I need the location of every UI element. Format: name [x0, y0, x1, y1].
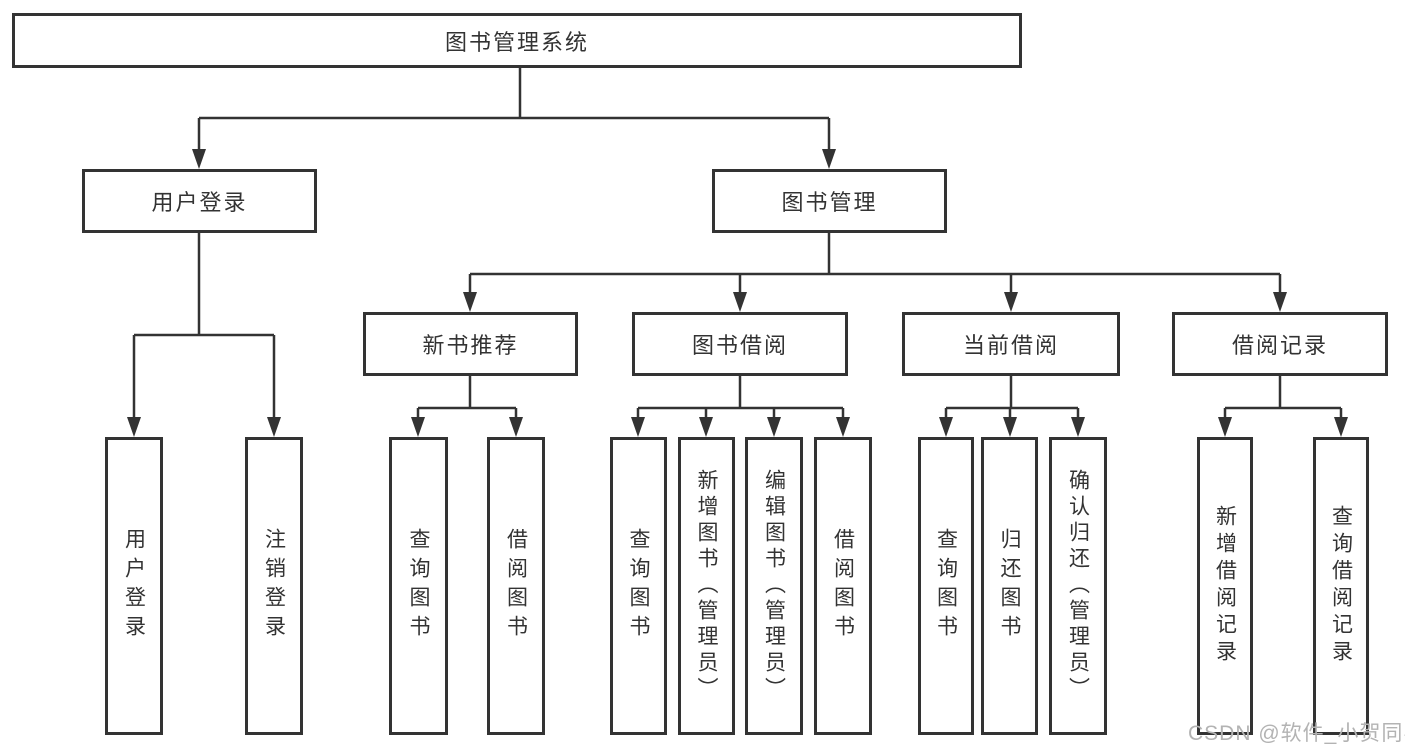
node-current-borrow: 当前借阅 — [902, 312, 1120, 376]
leaf-edit-books-admin: 编辑图书（管理员） — [745, 437, 803, 735]
leaf-add-borrow-record: 新增借阅记录 — [1197, 437, 1253, 735]
node-label: 图书管理 — [781, 190, 878, 215]
node-user-login-branch: 用户登录 — [82, 169, 317, 233]
node-library-management-system: 图书管理系统 — [12, 13, 1022, 68]
leaf-confirm-return-admin: 确认归还（管理员） — [1049, 437, 1107, 735]
node-book-management-branch: 图书管理 — [712, 169, 947, 233]
arrowhead-icons — [127, 149, 1348, 437]
leaf-query-books-1: 查询图书 — [389, 437, 448, 735]
leaf-query-books-2: 查询图书 — [610, 437, 667, 735]
node-book-borrow: 图书借阅 — [632, 312, 848, 376]
csdn-watermark: CSDN @软件_小贺同学 — [1188, 722, 1405, 745]
leaf-user-login: 用户登录 — [105, 437, 163, 735]
node-label: 图书管理系统 — [444, 29, 589, 55]
node-borrow-record: 借阅记录 — [1172, 312, 1388, 376]
leaf-return-books: 归还图书 — [981, 437, 1038, 735]
leaf-borrow-books-2: 借阅图书 — [814, 437, 872, 735]
leaf-query-borrow-record: 查询借阅记录 — [1313, 437, 1369, 735]
node-label: 图书借阅 — [691, 333, 788, 358]
leaf-add-books-admin: 新增图书（管理员） — [678, 437, 735, 735]
node-label: 新书推荐 — [422, 333, 519, 358]
node-label: 用户登录 — [151, 190, 248, 215]
leaf-borrow-books-1: 借阅图书 — [487, 437, 545, 735]
leaf-logout: 注销登录 — [245, 437, 303, 735]
node-label: 当前借阅 — [962, 333, 1059, 358]
node-label: 借阅记录 — [1231, 333, 1328, 358]
node-new-book-recommend: 新书推荐 — [363, 312, 578, 376]
leaf-query-books-3: 查询图书 — [918, 437, 974, 735]
